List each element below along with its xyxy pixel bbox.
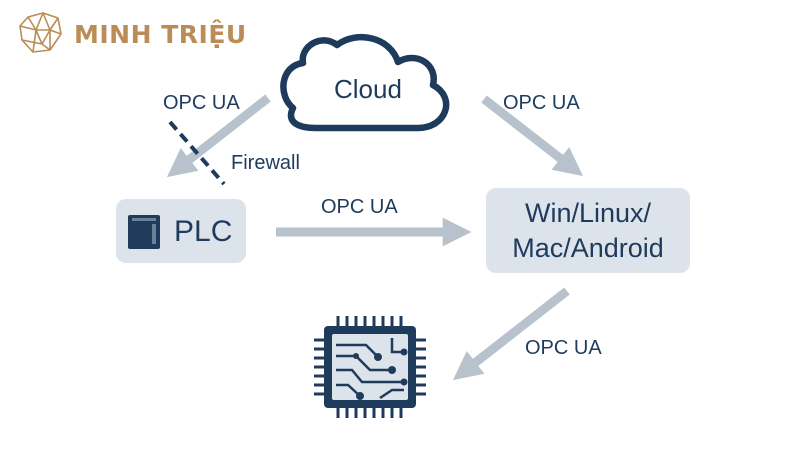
microchip-icon [314, 316, 426, 418]
edge-label-plc-to-os: OPC UA [321, 196, 398, 218]
arrow-os-to-chip [452, 287, 570, 381]
cloud-label: Cloud [334, 74, 402, 104]
os-node: Win/Linux/ Mac/Android [486, 188, 690, 273]
brand-name: MINH TRIỆU [74, 20, 247, 49]
firewall-line [168, 120, 226, 186]
arrow-cloud-to-os [481, 95, 584, 177]
arrow-cloud-to-plc [166, 94, 271, 178]
crystal-gem-icon [19, 12, 62, 53]
cloud-icon [280, 34, 450, 132]
firewall-label: Firewall [231, 152, 300, 174]
edge-label-os-to-chip: OPC UA [525, 337, 602, 359]
edge-label-cloud-to-os: OPC UA [503, 92, 580, 114]
plc-device-icon [128, 215, 160, 249]
plc-label: PLC [174, 215, 233, 248]
plc-node: PLC [116, 199, 246, 263]
edge-label-cloud-to-plc: OPC UA [163, 92, 240, 114]
os-label-line1: Win/Linux/ [524, 198, 652, 228]
os-label-line2: Mac/Android [512, 233, 664, 263]
